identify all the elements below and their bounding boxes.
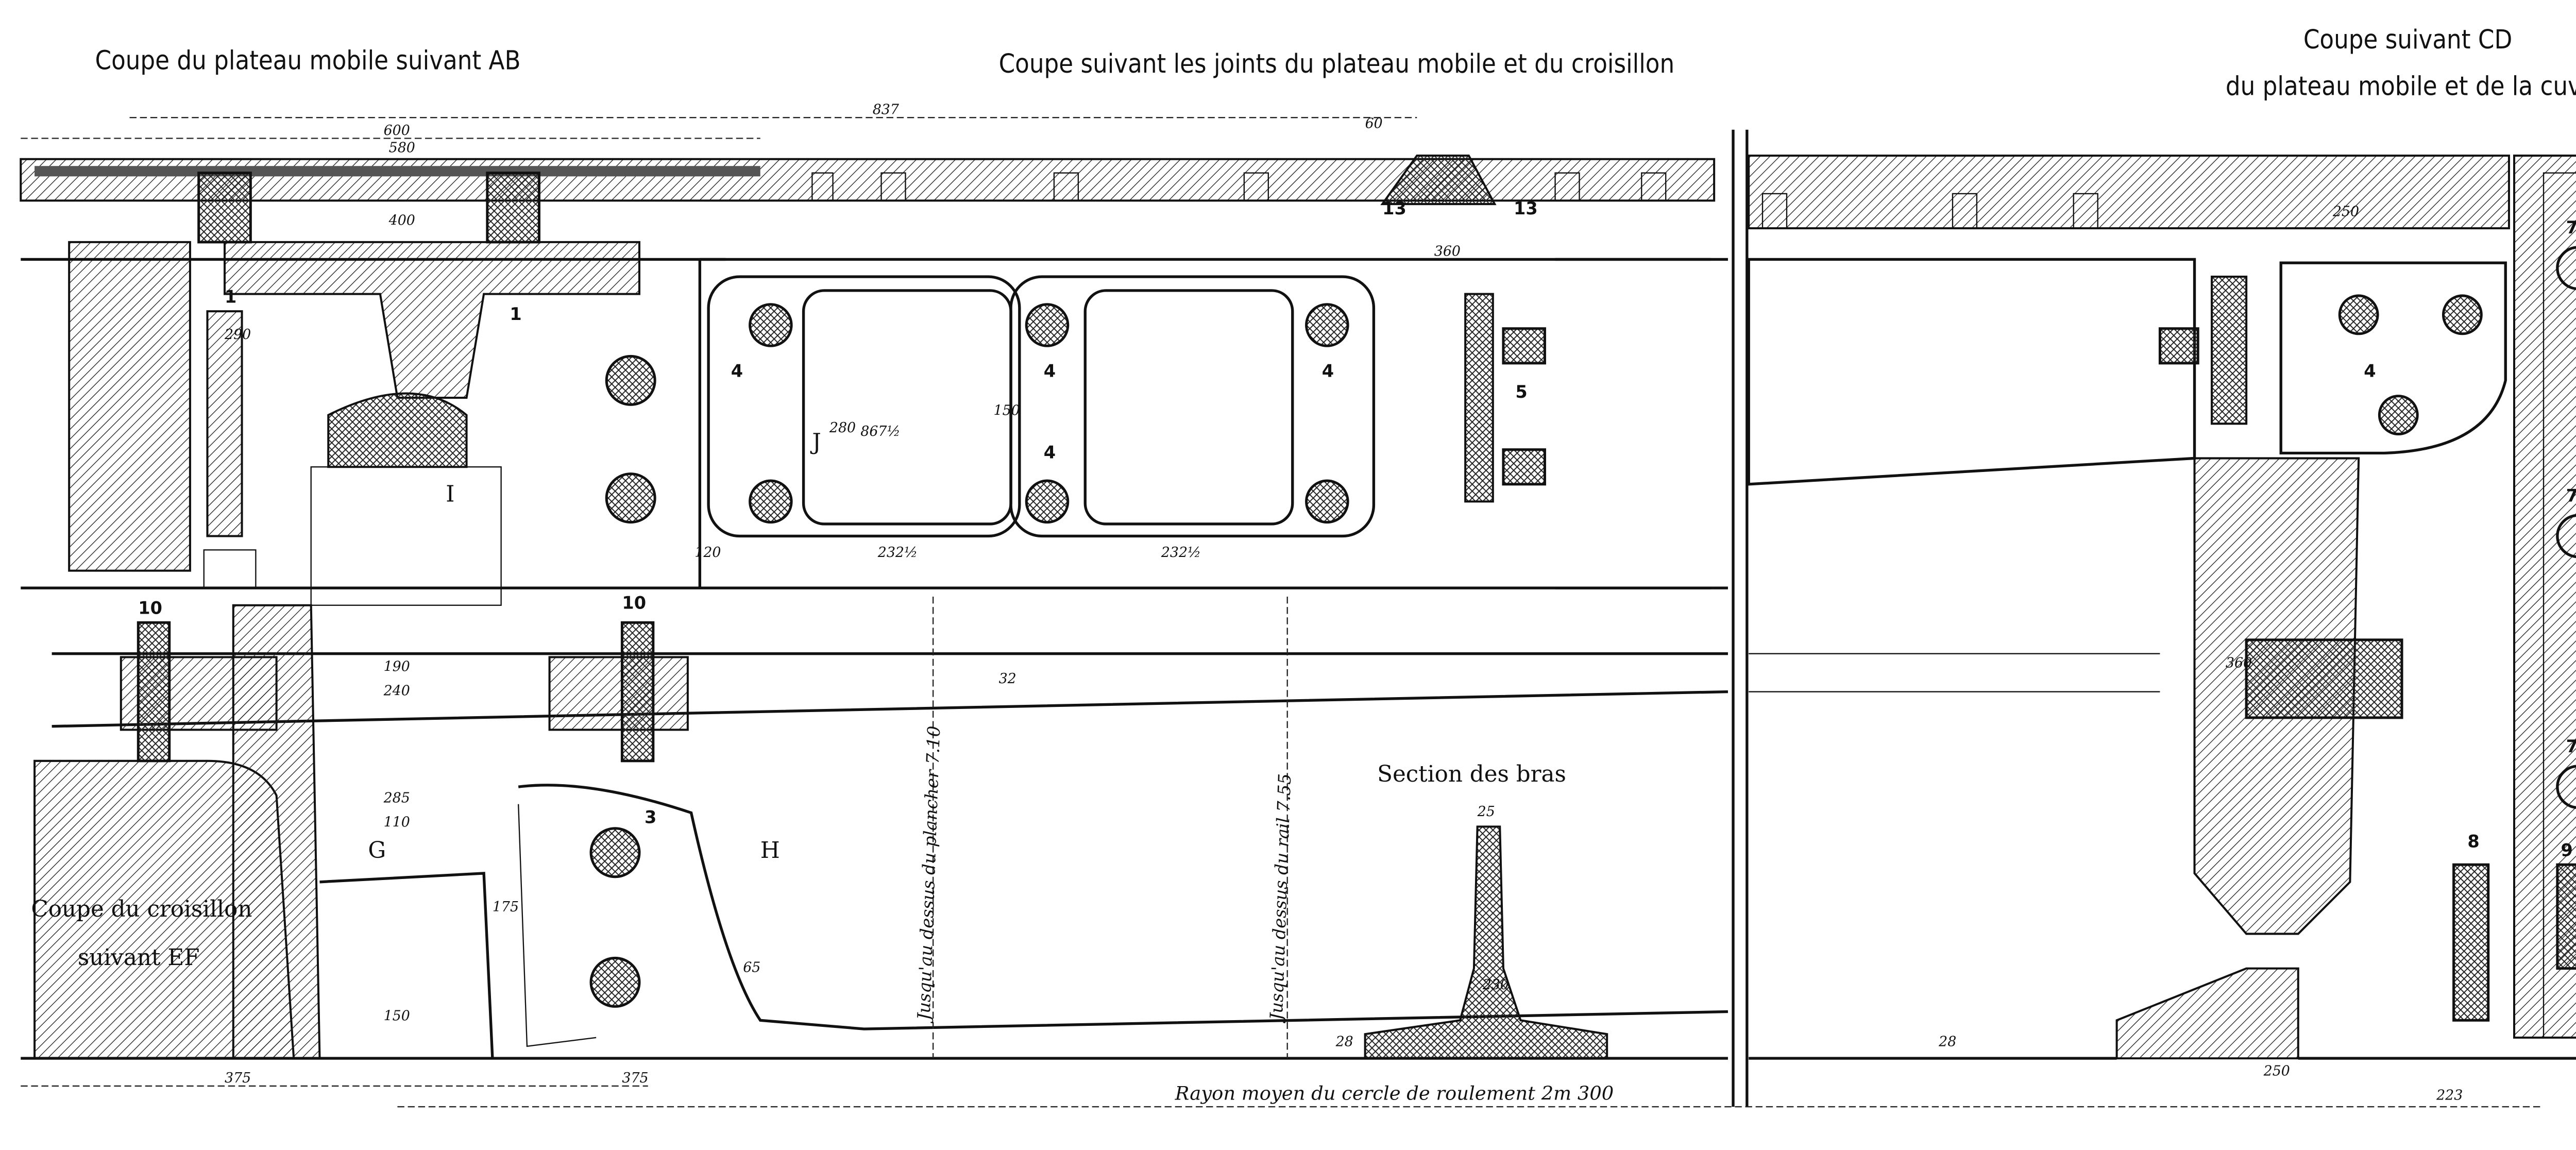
dimension: 240 [383, 683, 410, 699]
dimension: 232½ [1161, 545, 1201, 561]
note-rayon: Rayon moyen du cercle de roulement 2m 30… [1175, 1083, 1614, 1105]
dimension: 400 [388, 212, 415, 228]
arm-section-profile [1364, 825, 1608, 1060]
dimension: 360 [2226, 655, 2252, 671]
note-plancher: Jusqu'au dessus du plancher 7.10 [913, 725, 944, 1024]
part-4: 4 [731, 361, 743, 381]
label-croisillon-1: Coupe du croisillon [31, 897, 252, 922]
title-section-cd-line2: du plateau mobile et de la cuve [2226, 71, 2576, 102]
part-9: 9 [2561, 840, 2573, 860]
part-1: 1 [510, 304, 521, 324]
dimension: 60 [1365, 115, 1383, 131]
part-7: 7 [2566, 217, 2576, 238]
part-10: 10 [138, 598, 162, 618]
label-section-des-bras: Section des bras [1377, 762, 1566, 787]
dimension: 232½ [877, 545, 918, 561]
dimension: 65 [743, 959, 760, 975]
letter-g: G [368, 838, 386, 864]
section-cd [1747, 155, 2576, 1060]
dimension-lines [21, 117, 2540, 1108]
part-4: 4 [1044, 361, 1056, 381]
dimension: 25 [1477, 804, 1495, 820]
title-section-ab: Coupe du plateau mobile suivant AB [95, 45, 520, 75]
dimension: 280 [829, 420, 856, 436]
croisillon-section [21, 596, 1728, 1060]
letter-h: H [760, 838, 780, 864]
title-section-cd-line1: Coupe suivant CD [2303, 24, 2512, 55]
dimension: 110 [384, 814, 410, 830]
letter-i: I [446, 481, 454, 507]
dimension: 600 [384, 123, 410, 139]
dimension: 32 [999, 671, 1016, 687]
dimension: 375 [622, 1070, 648, 1086]
dimension: 375 [225, 1070, 251, 1086]
dimension: 230 [1482, 977, 1509, 993]
part-4: 4 [1322, 361, 1334, 381]
deck-plate-right [1748, 155, 2510, 230]
title-section-joints: Coupe suivant les joints du plateau mobi… [999, 48, 1675, 79]
part-13: 13 [1514, 198, 1538, 218]
dimension: 120 [694, 545, 721, 561]
part-13: 13 [1382, 198, 1406, 218]
part-4: 4 [2364, 361, 2376, 381]
part-1: 1 [225, 286, 236, 307]
dimension: 360 [1434, 244, 1461, 260]
label-croisillon-2: suivant EF [78, 945, 200, 971]
letter-j: J [810, 430, 821, 455]
part-7: 7 [2566, 736, 2576, 756]
part-5: 5 [1515, 382, 1527, 402]
dimension: 285 [383, 790, 410, 806]
part-4: 4 [1044, 442, 1056, 462]
dimension: 150 [384, 1008, 410, 1024]
dimension: 580 [389, 140, 415, 156]
dimension: 190 [384, 658, 410, 674]
part-10: 10 [622, 593, 646, 613]
axle-band [52, 621, 2160, 763]
plateau-ab-section [21, 172, 1728, 606]
dimension: 150 [994, 403, 1020, 419]
dimension: 837 [873, 102, 900, 118]
dimension: 250 [2263, 1063, 2290, 1079]
dimension: 290 [224, 327, 251, 343]
dimension: 28 [1335, 1034, 1353, 1050]
joints-section [605, 155, 1728, 589]
dimension: 28 [1938, 1034, 1956, 1050]
dimension: 175 [493, 899, 519, 915]
part-3: 3 [645, 807, 656, 827]
dimension: 223 [2436, 1088, 2463, 1104]
dimension: 250 [2332, 204, 2359, 220]
part-7: 7 [2566, 485, 2576, 505]
note-rail: Jusqu'au dessus du rail 7.55 [1266, 773, 1295, 1024]
dimension: 867½ [860, 424, 900, 439]
part-8: 8 [2467, 832, 2479, 852]
